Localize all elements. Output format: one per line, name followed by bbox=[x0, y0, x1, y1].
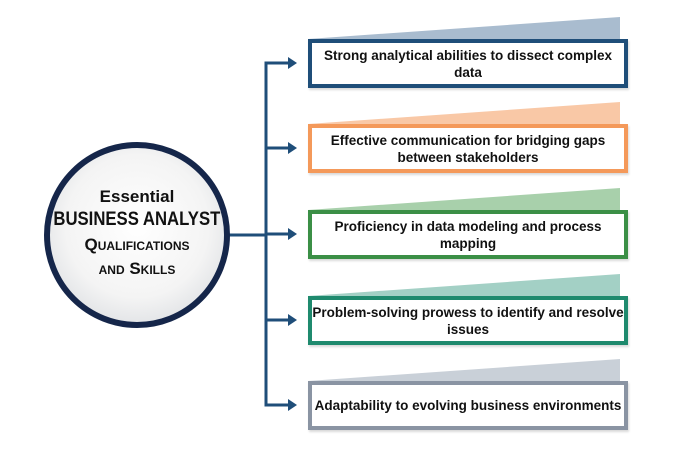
skill-box-data-modeling: Proficiency in data modeling and process… bbox=[308, 210, 628, 259]
decorative-wedge bbox=[308, 359, 620, 381]
arrow-head-icon bbox=[288, 228, 297, 240]
decorative-wedge bbox=[308, 17, 620, 39]
decorative-wedge bbox=[308, 102, 620, 124]
arrow-head-icon bbox=[288, 399, 297, 411]
skill-box-communication: Effective communication for bridging gap… bbox=[308, 124, 628, 173]
center-title-line3: Qualifications bbox=[84, 235, 190, 254]
central-topic-circle: Essential BUSINESS ANALYST Qualification… bbox=[44, 142, 230, 328]
decorative-wedge bbox=[308, 188, 620, 210]
skill-box-adaptability: Adaptability to evolving business enviro… bbox=[308, 381, 628, 430]
arrow-head-icon bbox=[288, 142, 297, 154]
center-title-line2: BUSINESS ANALYST bbox=[53, 209, 221, 230]
arrow-head-icon bbox=[288, 314, 297, 326]
skill-box-problem-solving: Problem-solving prowess to identify and … bbox=[308, 296, 628, 345]
skill-box-analytical: Strong analytical abilities to dissect c… bbox=[308, 39, 628, 88]
center-title-line1: Essential bbox=[99, 187, 175, 206]
center-title-line4: and Skills bbox=[98, 259, 176, 278]
arrow-head-icon bbox=[288, 57, 297, 69]
decorative-wedge bbox=[308, 274, 620, 296]
